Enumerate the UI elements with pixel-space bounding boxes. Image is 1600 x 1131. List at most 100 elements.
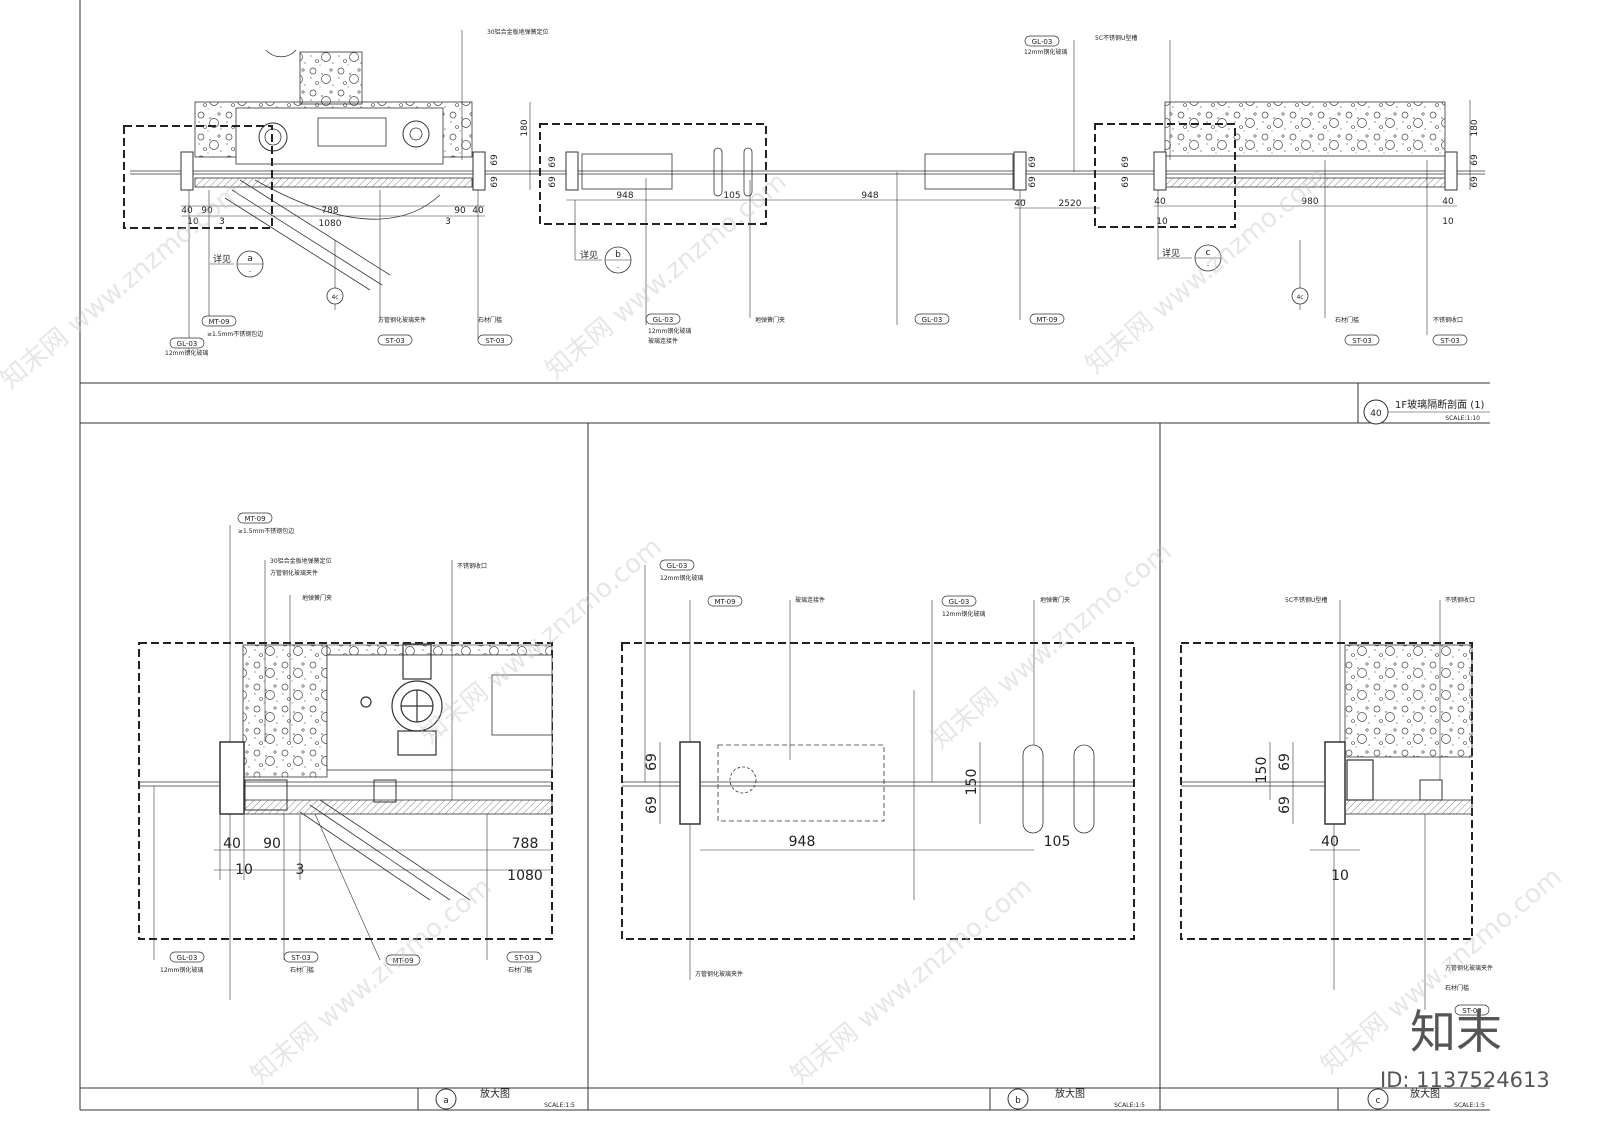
dim-center-8: 40 xyxy=(1014,199,1026,209)
tag-st-left2: ST-03 xyxy=(477,334,513,346)
dim-left-3: 3 xyxy=(219,217,225,227)
callout-c-caption: 详见 xyxy=(1162,247,1180,259)
svg-text:90: 90 xyxy=(263,836,281,852)
svg-text:石材门槛: 石材门槛 xyxy=(508,966,532,974)
dim-lines-top xyxy=(181,100,1471,217)
detail-c-frame xyxy=(1180,642,1473,940)
svg-text:ST-03: ST-03 xyxy=(1440,337,1460,345)
svg-text:12mm钢化玻璃: 12mm钢化玻璃 xyxy=(942,610,985,618)
detail-c-concrete xyxy=(1344,644,1473,758)
dim-right-8: 69 xyxy=(1470,154,1480,166)
svg-text:40: 40 xyxy=(223,836,241,852)
callout-c-letter: c xyxy=(1206,248,1211,258)
title-scale: SCALE:1:10 xyxy=(1445,415,1480,422)
detail-c-notes: 5C不锈钢U型槽 不锈钢收口 方管钢化玻璃夹件 石材门槛 xyxy=(1285,596,1493,992)
dim-right-4: 980 xyxy=(1301,197,1318,207)
dim-left-7: 90 xyxy=(454,206,466,216)
callout-b-caption: 详见 xyxy=(580,249,598,261)
note-top-right-1: 12mm钢化玻璃 xyxy=(1024,48,1067,56)
svg-text:MT-09: MT-09 xyxy=(244,515,265,523)
note-top-center-1: 12mm钢化玻璃 xyxy=(648,327,691,335)
note-top-center-2: 玻璃连接件 xyxy=(648,337,678,345)
svg-text:知末网 www.znzmo.com: 知末网 www.znzmo.com xyxy=(925,537,1177,756)
svg-text:MT-09: MT-09 xyxy=(208,318,229,326)
dim-left-8: 40 xyxy=(472,206,484,216)
svg-text:ST-03: ST-03 xyxy=(291,954,311,962)
svg-text:948: 948 xyxy=(789,834,816,850)
tag-mt-left: MT-09 xyxy=(201,315,237,327)
tag-gl-mid: GL-03 xyxy=(914,313,950,325)
detail-c-threshold xyxy=(1344,799,1473,815)
svg-text:150: 150 xyxy=(964,769,980,796)
dim-left-6: 3 xyxy=(445,217,451,227)
dim-center-5: 69 xyxy=(1028,156,1038,168)
dim-center-4: 948 xyxy=(861,191,878,201)
svg-text:知末网 www.znzmo.com: 知末网 www.znzmo.com xyxy=(245,872,497,1091)
detail-a-title: a 放大图 SCALE:1:5 xyxy=(435,1087,575,1110)
detail-b-dimlines xyxy=(659,690,1034,900)
svg-text:方管钢化玻璃夹件: 方管钢化玻璃夹件 xyxy=(695,970,743,978)
section-mark-right: 4c xyxy=(1291,240,1309,310)
svg-text:12mm钢化玻璃: 12mm钢化玻璃 xyxy=(660,574,703,582)
notes-top: 30铝合金板地弹簧定位 12mm钢化玻璃 ≥1.5mm不锈钢包边 方管钢化玻璃夹… xyxy=(165,28,1463,357)
dim-right-0: 69 xyxy=(1121,156,1131,168)
svg-text:b: b xyxy=(1015,1096,1021,1106)
dim-left-2: 10 xyxy=(187,217,199,227)
detail-c-glass xyxy=(1181,781,1325,787)
dim-center-7: 2520 xyxy=(1059,199,1082,209)
svg-text:SCALE:1:5: SCALE:1:5 xyxy=(1454,1102,1485,1109)
detail-a-dimlines xyxy=(214,815,552,880)
svg-text:石材门槛: 石材门槛 xyxy=(1445,984,1469,992)
svg-text:105: 105 xyxy=(1044,834,1071,850)
dim-center-6: 69 xyxy=(1028,176,1038,188)
svg-text:知末网 www.znzmo.com: 知末网 www.znzmo.com xyxy=(1080,162,1332,381)
detail-a-room xyxy=(326,654,553,771)
svg-text:知末网 www.znzmo.com: 知末网 www.znzmo.com xyxy=(785,872,1037,1091)
svg-text:放大图: 放大图 xyxy=(1055,1087,1085,1100)
detail-b-notes: 12mm钢化玻璃 玻璃连接件 12mm钢化玻璃 地弹簧门夹 方管钢化玻璃夹件 xyxy=(660,574,1070,978)
dim-left-0: 40 xyxy=(181,206,193,216)
tag-mt-mid: MT-09 xyxy=(1029,313,1065,325)
tag-gl-topright: GL-03 xyxy=(1024,35,1060,47)
callout-a-letter: a xyxy=(247,254,253,264)
detail-b-handles xyxy=(1022,744,1095,834)
svg-text:69: 69 xyxy=(1277,796,1293,814)
dim-left-5: 1080 xyxy=(319,219,342,229)
callout-a-caption: 详见 xyxy=(213,253,231,265)
top-dims-text: 40 90 10 3 788 1080 3 90 40 180 69 69 69… xyxy=(181,119,1480,229)
callout-c-top: c - 详见 xyxy=(1158,244,1222,272)
svg-text:ST-03: ST-03 xyxy=(1462,1007,1482,1015)
svg-text:玻璃连接件: 玻璃连接件 xyxy=(795,596,825,604)
svg-text:GL-03: GL-03 xyxy=(177,340,198,348)
brand-logo: 知末 xyxy=(1410,1005,1502,1059)
detail-a-post xyxy=(219,741,245,815)
leaders-top xyxy=(188,30,1428,352)
svg-text:c: c xyxy=(1376,1096,1381,1106)
svg-text:不锈钢收口: 不锈钢收口 xyxy=(1445,596,1475,604)
tag-st-right: ST-03 xyxy=(1344,334,1380,346)
callout-c-tag: - xyxy=(1207,262,1209,269)
section-mark-text: 4c xyxy=(331,294,338,301)
note-top-right-2: 5C不锈钢U型槽 xyxy=(1095,34,1137,42)
dim-right-1: 69 xyxy=(1121,176,1131,188)
stone-threshold-left xyxy=(194,177,473,188)
svg-text:GL-03: GL-03 xyxy=(949,598,970,606)
concrete-wall-right xyxy=(1164,101,1446,157)
svg-text:SCALE:1:5: SCALE:1:5 xyxy=(544,1102,575,1109)
glass-panel-b xyxy=(581,153,673,190)
dim-left-4: 788 xyxy=(321,206,338,216)
dim-height-0: 180 xyxy=(520,119,530,136)
dim-right-9: 69 xyxy=(1470,176,1480,188)
detail-a-leaders xyxy=(153,525,488,1000)
detail-a-tags: MT-09 GL-03 ST-03 MT-09 ST-03 xyxy=(169,512,542,966)
dim-center-3: 105 xyxy=(723,191,740,201)
callout-b-tag: - xyxy=(617,264,619,271)
equipment-box xyxy=(317,117,387,147)
dim-center-0: 69 xyxy=(548,156,558,168)
svg-text:5C不锈钢U型槽: 5C不锈钢U型槽 xyxy=(1285,596,1327,604)
equipment-room xyxy=(235,107,444,165)
detail-b-title: b 放大图 SCALE:1:5 xyxy=(1007,1087,1145,1110)
detail-c-post xyxy=(1324,741,1346,825)
